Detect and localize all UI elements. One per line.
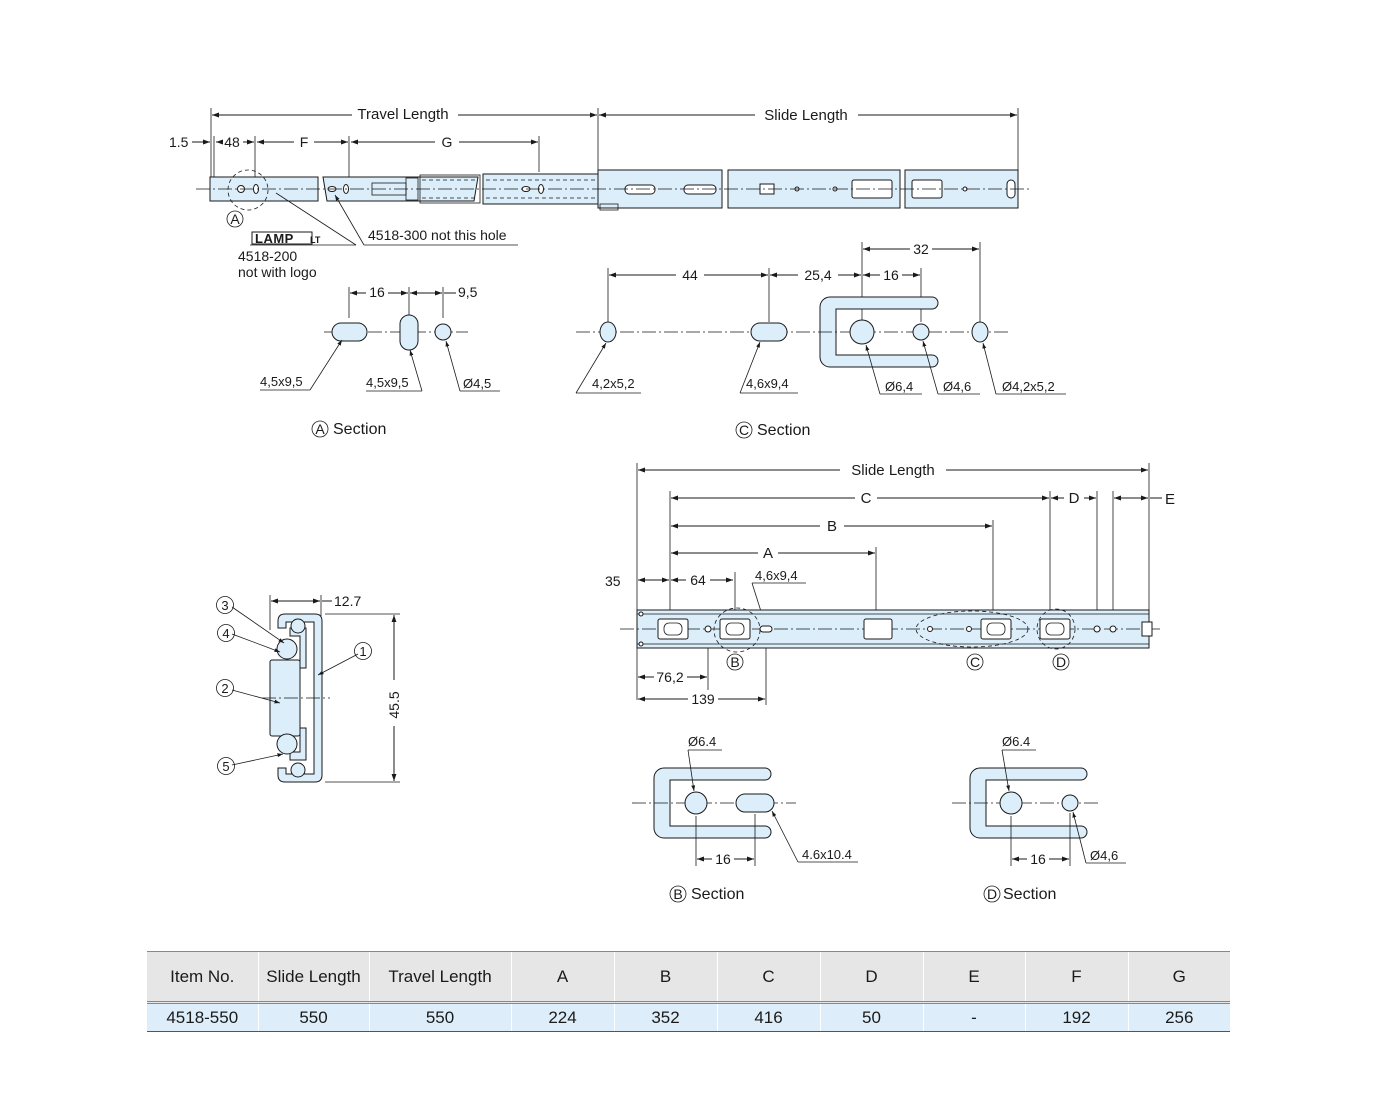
sec-d-label: Section <box>1003 886 1056 903</box>
slide-length-label: Slide Length <box>764 107 847 124</box>
note-logo-2: not with logo <box>238 264 317 280</box>
dim-D: D <box>1069 490 1080 507</box>
header-b: B <box>613 951 717 1003</box>
callout-5: 5 <box>217 757 235 775</box>
cell-d: 50 <box>819 1002 923 1032</box>
dim-35: 35 <box>605 573 621 589</box>
sec-b-slot: 4.6x10.4 <box>802 847 852 862</box>
cell-item-no: 4518-550 <box>147 1002 258 1032</box>
dim-76-2: 76,2 <box>656 669 683 685</box>
side-marker-C: C <box>970 654 980 670</box>
sec-c-dim-44: 44 <box>682 267 698 283</box>
note-hole: 4518-300 not this hole <box>368 227 507 243</box>
top-view: Travel Length Slide Length 1.5 48 F G <box>169 106 1032 280</box>
sec-a-hole-2: 4,5x9,5 <box>366 375 409 390</box>
side-view: Slide Length C D E B A 35 64 4,6x9,4 <box>605 462 1175 707</box>
dim-139: 139 <box>691 691 715 707</box>
header-e: E <box>922 951 1025 1003</box>
dim-1-5: 1.5 <box>169 134 189 150</box>
table-row: 4518-550 550 550 224 352 416 50 - 192 25… <box>147 1002 1230 1032</box>
technical-drawing: Travel Length Slide Length 1.5 48 F G <box>169 106 1175 903</box>
cell-f: 192 <box>1024 1002 1128 1032</box>
header-d: D <box>819 951 923 1003</box>
sec-d-marker: D <box>987 886 997 902</box>
callout-3: 3 <box>216 596 234 614</box>
sec-c-hole-3: Ø6,4 <box>885 379 913 394</box>
header-c: C <box>716 951 820 1003</box>
svg-text:4: 4 <box>222 626 229 641</box>
callout-4: 4 <box>217 624 235 642</box>
sec-a-dim-16: 16 <box>369 284 385 300</box>
sec-c-hole-4: Ø4,6 <box>943 379 971 394</box>
sec-c-label: Section <box>757 422 810 439</box>
sec-c-dim-25-4: 25,4 <box>804 267 831 283</box>
svg-text:3: 3 <box>221 598 228 613</box>
side-marker-D: D <box>1056 654 1066 670</box>
sec-b-dim-16: 16 <box>715 851 731 867</box>
section-d: 16 Ø6.4 Ø4,6 D Section <box>952 734 1126 903</box>
sec-b-label: Section <box>691 886 744 903</box>
lamp-logo: LAMP <box>255 231 294 246</box>
dim-E: E <box>1165 491 1175 508</box>
svg-text:5: 5 <box>222 759 229 774</box>
header-travel-length: Travel Length <box>368 951 511 1003</box>
sec-c-hole-5: Ø4,2x5,2 <box>1002 379 1055 394</box>
callout-1: 1 <box>354 642 372 660</box>
cell-a: 224 <box>510 1002 614 1032</box>
marker-A: A <box>230 211 240 227</box>
travel-length-label: Travel Length <box>357 106 448 123</box>
sec-b-marker: B <box>673 886 682 902</box>
sec-c-hole-2: 4,6x9,4 <box>746 376 789 391</box>
section-b: 16 Ø6.4 4.6x10.4 B Section <box>632 734 858 903</box>
header-f: F <box>1024 951 1128 1003</box>
header-a: A <box>510 951 614 1003</box>
spec-table: Item No. Slide Length Travel Length A B … <box>147 951 1230 1032</box>
cross-section: 12.7 45.5 3 4 2 5 1 <box>216 593 402 783</box>
side-marker-B: B <box>730 654 739 670</box>
svg-text:1: 1 <box>359 644 366 659</box>
cell-c: 416 <box>716 1002 820 1032</box>
sec-c-marker: C <box>739 422 749 438</box>
cell-travel-length: 550 <box>368 1002 511 1032</box>
sec-d-dim-16: 16 <box>1030 851 1046 867</box>
sec-c-dim-32: 32 <box>913 241 929 257</box>
dim-64: 64 <box>690 572 706 588</box>
sec-d-hole-6-4: Ø6.4 <box>1002 734 1030 749</box>
sec-a-hole-3: Ø4,5 <box>463 376 491 391</box>
sec-c-hole-1: 4,2x5,2 <box>592 376 635 391</box>
cell-b: 352 <box>613 1002 717 1032</box>
table-header-row: Item No. Slide Length Travel Length A B … <box>147 951 1230 1003</box>
note-logo-1: 4518-200 <box>238 248 297 264</box>
sec-a-hole-1: 4,5x9,5 <box>260 374 303 389</box>
sec-c-u-slot <box>819 296 939 368</box>
dim-C: C <box>861 490 872 507</box>
section-a: 16 9,5 4,5x9,5 4,5x9,5 Ø4,5 A Section <box>260 284 500 438</box>
dim-B: B <box>827 518 837 535</box>
callout-2: 2 <box>216 679 234 697</box>
dim-45-5: 45.5 <box>386 691 402 718</box>
header-slide-length: Slide Length <box>257 951 369 1003</box>
header-g: G <box>1127 951 1230 1003</box>
sec-c-dim-16: 16 <box>883 267 899 283</box>
sec-d-hole-4-6: Ø4,6 <box>1090 848 1118 863</box>
sec-b-hole-6-4: Ø6.4 <box>688 734 716 749</box>
cell-g: 256 <box>1127 1002 1230 1032</box>
dim-F: F <box>300 134 309 150</box>
dim-G: G <box>442 134 453 150</box>
dim-A: A <box>763 545 773 562</box>
sec-a-dim-9-5: 9,5 <box>458 284 478 300</box>
sec-a-label: Section <box>333 421 386 438</box>
cell-e: - <box>922 1002 1025 1032</box>
header-item-no: Item No. <box>147 951 258 1003</box>
section-c: 44 25,4 16 32 4,2x5,2 4,6x9,4 Ø6,4 Ø4,6 … <box>575 241 1066 439</box>
svg-text:2: 2 <box>221 681 228 696</box>
sec-a-marker: A <box>315 421 325 437</box>
dim-48: 48 <box>224 134 240 150</box>
cell-slide-length: 550 <box>257 1002 369 1032</box>
dim-12-7: 12.7 <box>334 593 361 609</box>
lamp-logo-suffix: LT <box>310 235 321 245</box>
side-hole-label: 4,6x9,4 <box>755 568 798 583</box>
side-slide-length: Slide Length <box>851 462 934 479</box>
